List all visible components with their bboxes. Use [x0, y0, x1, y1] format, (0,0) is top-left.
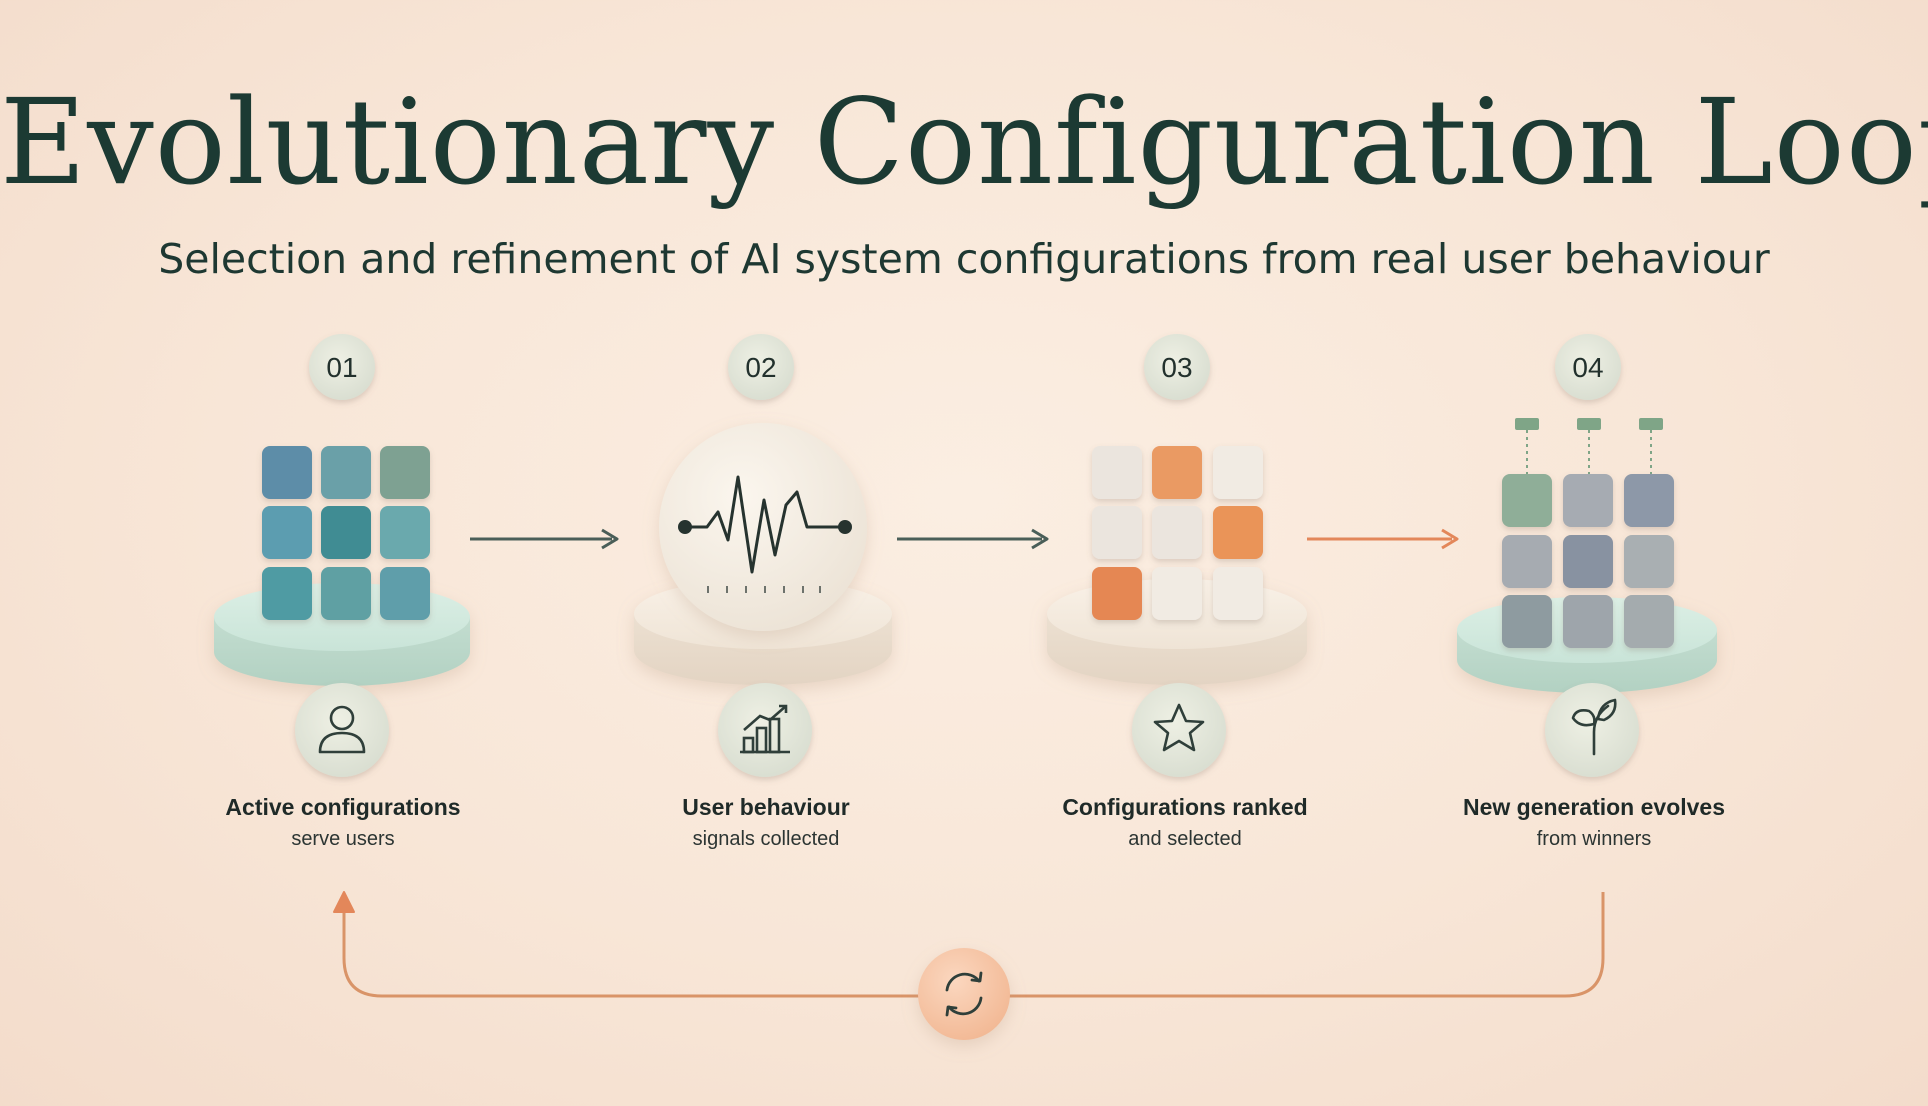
step-4-number-badge: 04	[1555, 334, 1621, 400]
page-title: Evolutionary Configuration Loop	[0, 73, 1928, 211]
step-2-number-badge: 02	[728, 334, 794, 400]
arrow-2-to-3	[897, 528, 1049, 550]
step-2: 02	[634, 334, 892, 777]
step-4-evolved-grid	[1502, 474, 1674, 648]
step-4-detail: from winners	[1536, 828, 1652, 850]
step-2-title: User behaviour	[682, 794, 850, 820]
step-4-markers	[1515, 418, 1663, 474]
step-2-number: 02	[745, 352, 776, 383]
step-2-detail: signals collected	[692, 828, 840, 850]
star-icon	[1132, 683, 1226, 777]
page-subtitle: Selection and refinement of AI system co…	[158, 235, 1770, 283]
arrow-3-to-4	[1307, 528, 1459, 550]
step-3-label: Configurations ranked and selected	[1005, 791, 1365, 855]
step-3-number-badge: 03	[1144, 334, 1210, 400]
refresh-icon	[918, 948, 1010, 1040]
step-3-title: Configurations ranked	[1062, 794, 1308, 820]
step-1-label: Active configurations serve users	[163, 791, 523, 855]
user-icon	[295, 683, 389, 777]
bar-chart-icon	[718, 683, 812, 777]
step-1-title: Active configurations	[225, 794, 461, 820]
step-1-detail: serve users	[291, 828, 395, 850]
step-1-number: 01	[326, 352, 357, 383]
step-3-ranked-grid	[1092, 446, 1263, 620]
step-4-label: New generation evolves from winners	[1414, 791, 1774, 855]
step-4: 04	[1457, 334, 1717, 777]
signal-monitor	[659, 423, 867, 631]
step-2-label: User behaviour signals collected	[586, 791, 946, 855]
sprout-icon	[1545, 683, 1639, 777]
step-3: 03	[1047, 334, 1307, 777]
arrow-1-to-2	[470, 528, 619, 550]
step-1: 01	[214, 334, 470, 777]
step-4-number: 04	[1572, 352, 1603, 383]
step-1-number-badge: 01	[309, 334, 375, 400]
step-3-number: 03	[1161, 352, 1192, 383]
step-1-config-grid	[262, 446, 430, 620]
step-3-detail: and selected	[1128, 828, 1242, 850]
step-4-title: New generation evolves	[1462, 794, 1726, 820]
